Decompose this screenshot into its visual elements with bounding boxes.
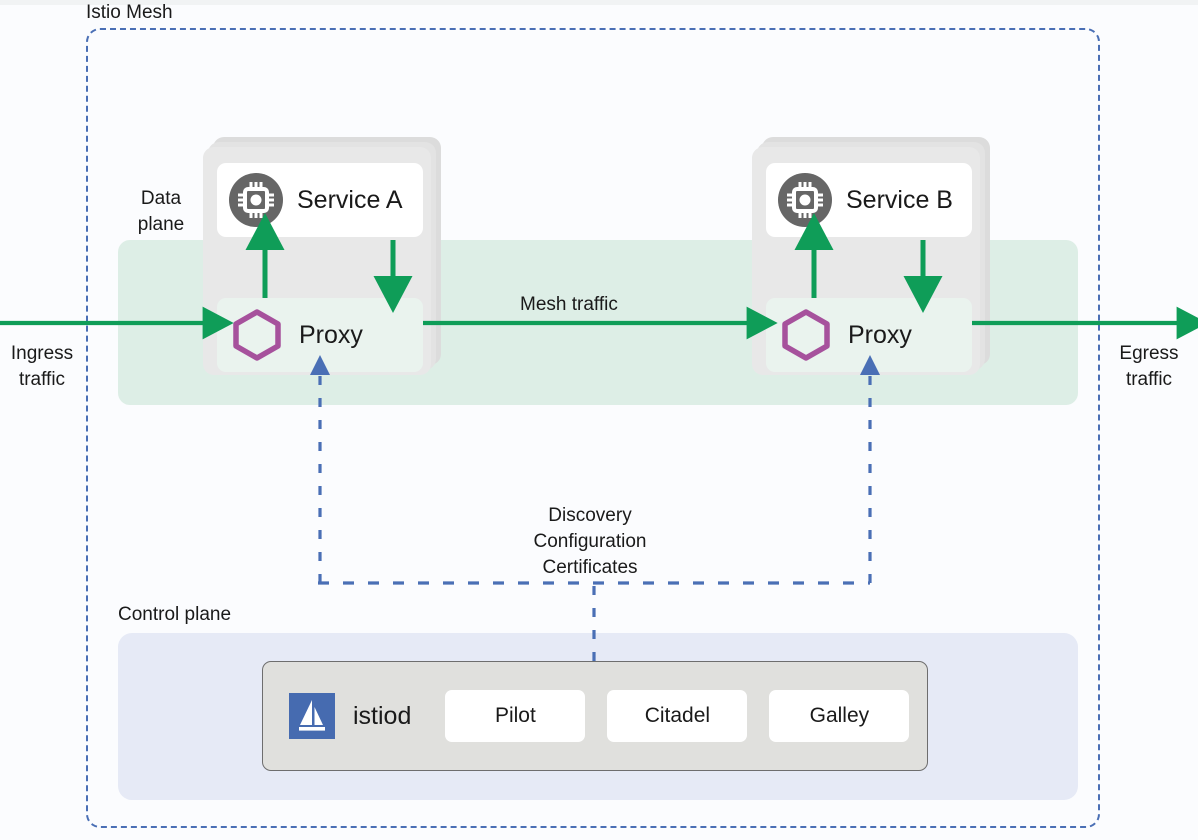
discovery-config-certs-label: Discovery Configuration Certificates	[533, 505, 647, 578]
cpu-chip-icon	[778, 173, 832, 227]
service-a-label: Service A	[297, 185, 403, 214]
component-galley[interactable]: Galley	[769, 690, 910, 742]
proxy-a-box[interactable]: Proxy	[217, 298, 423, 372]
component-pilot[interactable]: Pilot	[445, 690, 586, 742]
proxy-a-label: Proxy	[299, 320, 363, 349]
data-plane-label: Data plane	[137, 188, 185, 235]
component-citadel[interactable]: Citadel	[607, 690, 748, 742]
pod-service-b[interactable]: Service B Proxy	[752, 137, 990, 375]
egress-traffic-label: Egress traffic	[1119, 343, 1179, 390]
pod-service-a[interactable]: Service A Proxy	[203, 137, 441, 375]
proxy-b-box[interactable]: Proxy	[766, 298, 972, 372]
mesh-traffic-label: Mesh traffic	[520, 294, 618, 315]
istiod-box[interactable]: istiod Pilot Citadel Galley	[262, 661, 928, 771]
cpu-chip-icon	[229, 173, 283, 227]
istio-sail-logo-icon	[289, 693, 335, 739]
istio-mesh-label: Istio Mesh	[86, 2, 173, 23]
service-b-label: Service B	[846, 185, 953, 214]
istiod-label: istiod	[353, 701, 412, 730]
ingress-traffic-label: Ingress traffic	[10, 343, 74, 390]
hexagon-icon	[231, 308, 283, 362]
proxy-b-label: Proxy	[848, 320, 912, 349]
control-plane-label: Control plane	[118, 604, 232, 625]
istio-mesh-boundary	[86, 28, 1100, 828]
service-a-box[interactable]: Service A	[217, 163, 423, 237]
service-b-box[interactable]: Service B	[766, 163, 972, 237]
top-strip	[0, 0, 1198, 5]
hexagon-icon	[780, 308, 832, 362]
